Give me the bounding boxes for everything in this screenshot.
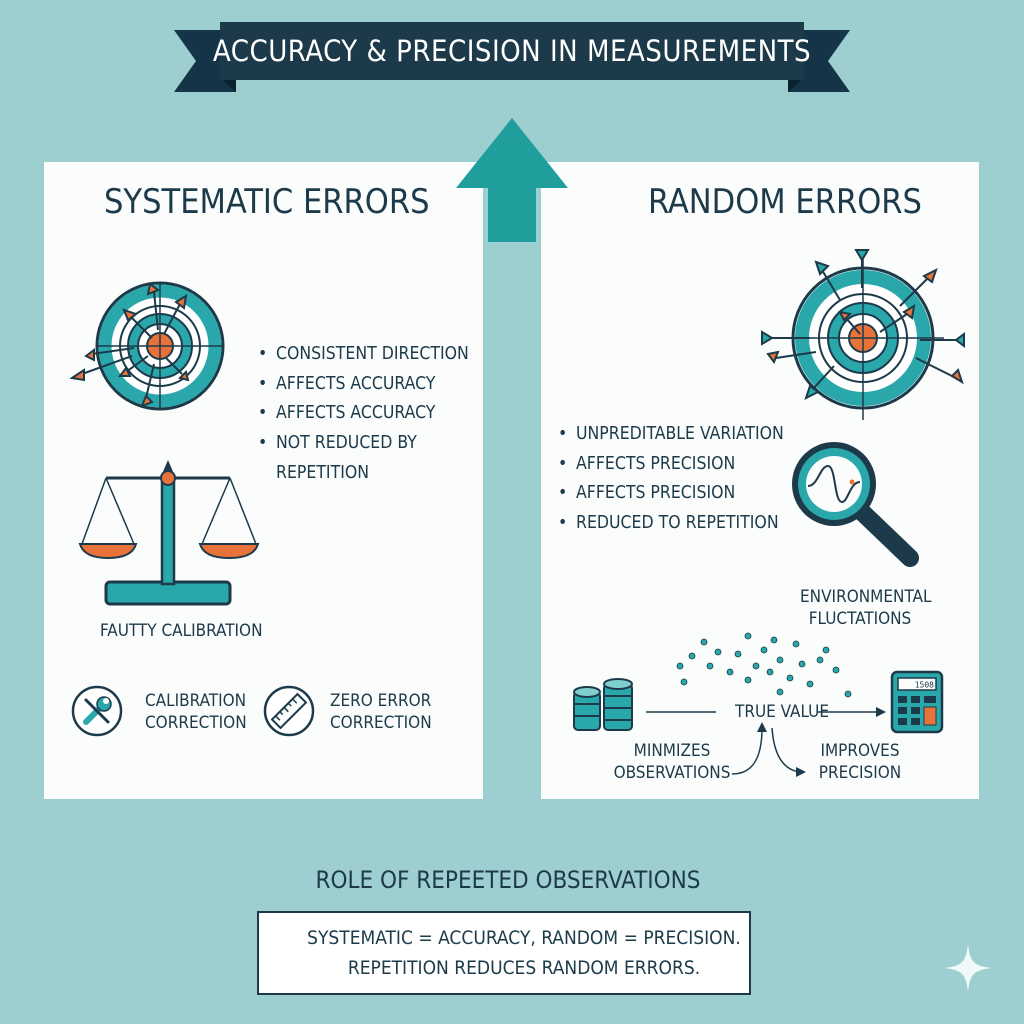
- bullet-item: AFFECTS ACCURACY: [258, 370, 473, 400]
- improves-precision-label: IMPROVES PRECISION: [818, 741, 902, 783]
- bullet-item: AFFECTS PRECISION: [558, 450, 788, 480]
- calibration-correction-label: CALIBRATION CORRECTION: [145, 691, 247, 733]
- up-arrow-icon: [456, 118, 568, 242]
- bullet-item: NOT REDUCED BY REPETITION: [258, 429, 473, 488]
- magnifier-icon: [792, 442, 919, 567]
- random-heading: RANDOM ERRORS: [648, 182, 922, 222]
- bullet-item: AFFECTS PRECISION: [558, 479, 788, 509]
- scatter-dots: [676, 632, 852, 698]
- bullet-item: REDUCED TO REPETITION: [558, 509, 788, 539]
- scale-caption: FAUTTY CALIBRATION: [100, 621, 263, 641]
- random-bullets: UNPREDITABLE VARIATION AFFECTS PRECISION…: [558, 420, 788, 539]
- page-title: ACCURACY & PRECISION IN MEASUREMENTS: [212, 34, 812, 68]
- calculator-icon: 1508: [890, 670, 944, 734]
- wrench-icon: [71, 685, 123, 737]
- environmental-fluctuations-label: ENVIRONMENTAL FLUCTATIONS: [800, 587, 932, 629]
- true-value-label: TRUE VALUE: [735, 702, 830, 722]
- summary-line-1: SYSTEMATIC = ACCURACY, RANDOM = PRECISIO…: [307, 927, 741, 949]
- bullet-item: AFFECTS ACCURACY: [258, 399, 473, 429]
- minimizes-observations-label: MINMIZES OBSERVATIONS: [613, 741, 731, 783]
- bullet-item: UNPREDITABLE VARIATION: [558, 420, 788, 450]
- flow-arrows: [646, 707, 886, 777]
- role-heading: ROLE OF REPEETED OBSERVATIONS: [315, 866, 701, 894]
- systematic-bullets: CONSISTENT DIRECTION AFFECTS ACCURACY AF…: [258, 340, 473, 489]
- sparkle-icon: [944, 944, 992, 992]
- title-ribbon: [174, 22, 850, 92]
- systematic-heading: SYSTEMATIC ERRORS: [104, 182, 430, 222]
- bullet-item: CONSISTENT DIRECTION: [258, 340, 473, 370]
- balance-scale-icon: [78, 460, 260, 606]
- ruler-icon: [263, 685, 315, 737]
- summary-box: SYSTEMATIC = ACCURACY, RANDOM = PRECISIO…: [257, 911, 751, 995]
- calculator-display: 1508: [915, 681, 934, 690]
- coins-stack-icon: [573, 678, 633, 731]
- summary-line-2: REPETITION REDUCES RANDOM ERRORS.: [347, 957, 701, 979]
- systematic-target-icon: [69, 281, 225, 411]
- zero-error-correction-label: ZERO ERROR CORRECTION: [330, 691, 432, 733]
- random-target-icon: [761, 249, 965, 420]
